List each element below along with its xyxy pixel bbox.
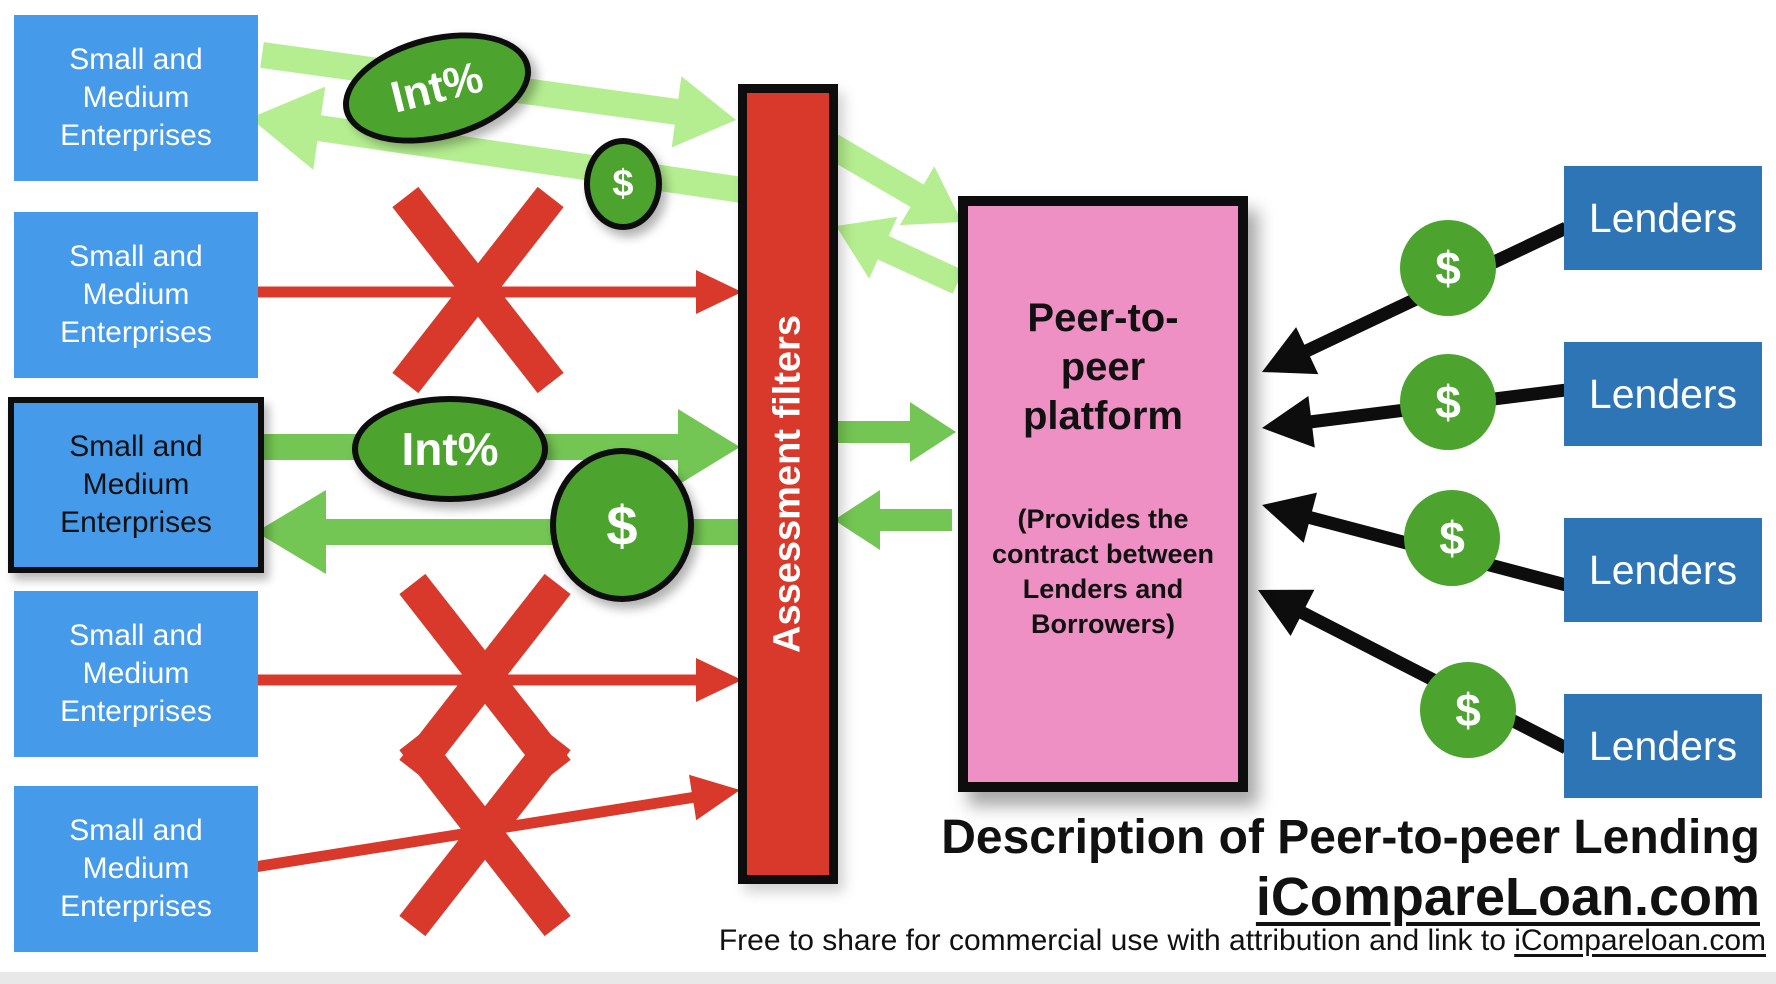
rejected-x-mark-1 — [392, 186, 564, 394]
sme-box-label: Small and Medium Enterprises — [60, 430, 212, 539]
assessment-filter-fill — [747, 93, 829, 875]
money-badge-lender-1: $ — [1400, 220, 1496, 316]
money-badge-lender-3: $ — [1404, 490, 1500, 586]
lenders-label: Lenders — [1588, 370, 1738, 417]
diagram-caption-title: Description of Peer-to-peer Lending — [941, 811, 1760, 864]
p2p-platform-box: Peer-to-peer platform (Provides the cont… — [958, 196, 1248, 792]
assessment-filter-bar: Assessment filters — [738, 84, 838, 884]
money-badge-top: $ — [584, 138, 662, 230]
arrow-lender4-to-platform — [1258, 589, 1569, 754]
sme-box-4: Small and Medium Enterprises — [14, 591, 258, 757]
rejected-x-mark-2 — [399, 573, 571, 781]
sme-box-label: Small and Medium Enterprises — [60, 43, 212, 152]
platform-title: Peer-to-peer platform — [1023, 296, 1183, 438]
rejected-x-mark-3 — [399, 729, 571, 937]
lenders-label: Lenders — [1588, 546, 1738, 593]
arrow-filter-to-sme3 — [256, 490, 742, 574]
license-note: Free to share for commercial use with at… — [719, 924, 1766, 958]
arrow-platform-to-filter-mid — [834, 490, 952, 550]
lenders-box-1: Lenders — [1564, 166, 1762, 270]
money-badge-lender-4: $ — [1420, 662, 1516, 758]
money-badge-middle: $ — [550, 448, 694, 602]
platform-subtitle: (Provides the contract between Lenders a… — [991, 504, 1215, 639]
lenders-box-3: Lenders — [1564, 518, 1762, 622]
sme-box-5: Small and Medium Enterprises — [14, 786, 258, 952]
lenders-label: Lenders — [1588, 722, 1738, 769]
sme-box-label: Small and Medium Enterprises — [60, 240, 212, 349]
page-bottom-strip — [0, 972, 1776, 984]
arrow-filter-to-platform-mid — [838, 402, 956, 462]
license-text: Free to share for commercial use with at… — [718, 924, 1515, 957]
money-badge-lender-2: $ — [1400, 354, 1496, 450]
assessment-filter-label: Assessment filters — [766, 315, 809, 653]
arrow-filter-to-platform-top — [825, 134, 962, 226]
license-site-link[interactable]: iCompareloan.com — [1514, 924, 1766, 957]
diagram-caption-site-link[interactable]: iCompareLoan.com — [1255, 867, 1760, 927]
lenders-box-2: Lenders — [1564, 342, 1762, 446]
sme-box-2: Small and Medium Enterprises — [14, 212, 258, 378]
arrow-platform-to-filter-top — [836, 216, 964, 294]
sme-box-label: Small and Medium Enterprises — [60, 619, 212, 728]
lenders-label: Lenders — [1588, 194, 1738, 241]
sme-box-label: Small and Medium Enterprises — [60, 814, 212, 923]
interest-badge-middle: Int% — [352, 396, 548, 502]
sme-box-3: Small and Medium Enterprises — [8, 397, 264, 573]
sme-box-1: Small and Medium Enterprises — [14, 15, 258, 181]
lenders-box-4: Lenders — [1564, 694, 1762, 798]
